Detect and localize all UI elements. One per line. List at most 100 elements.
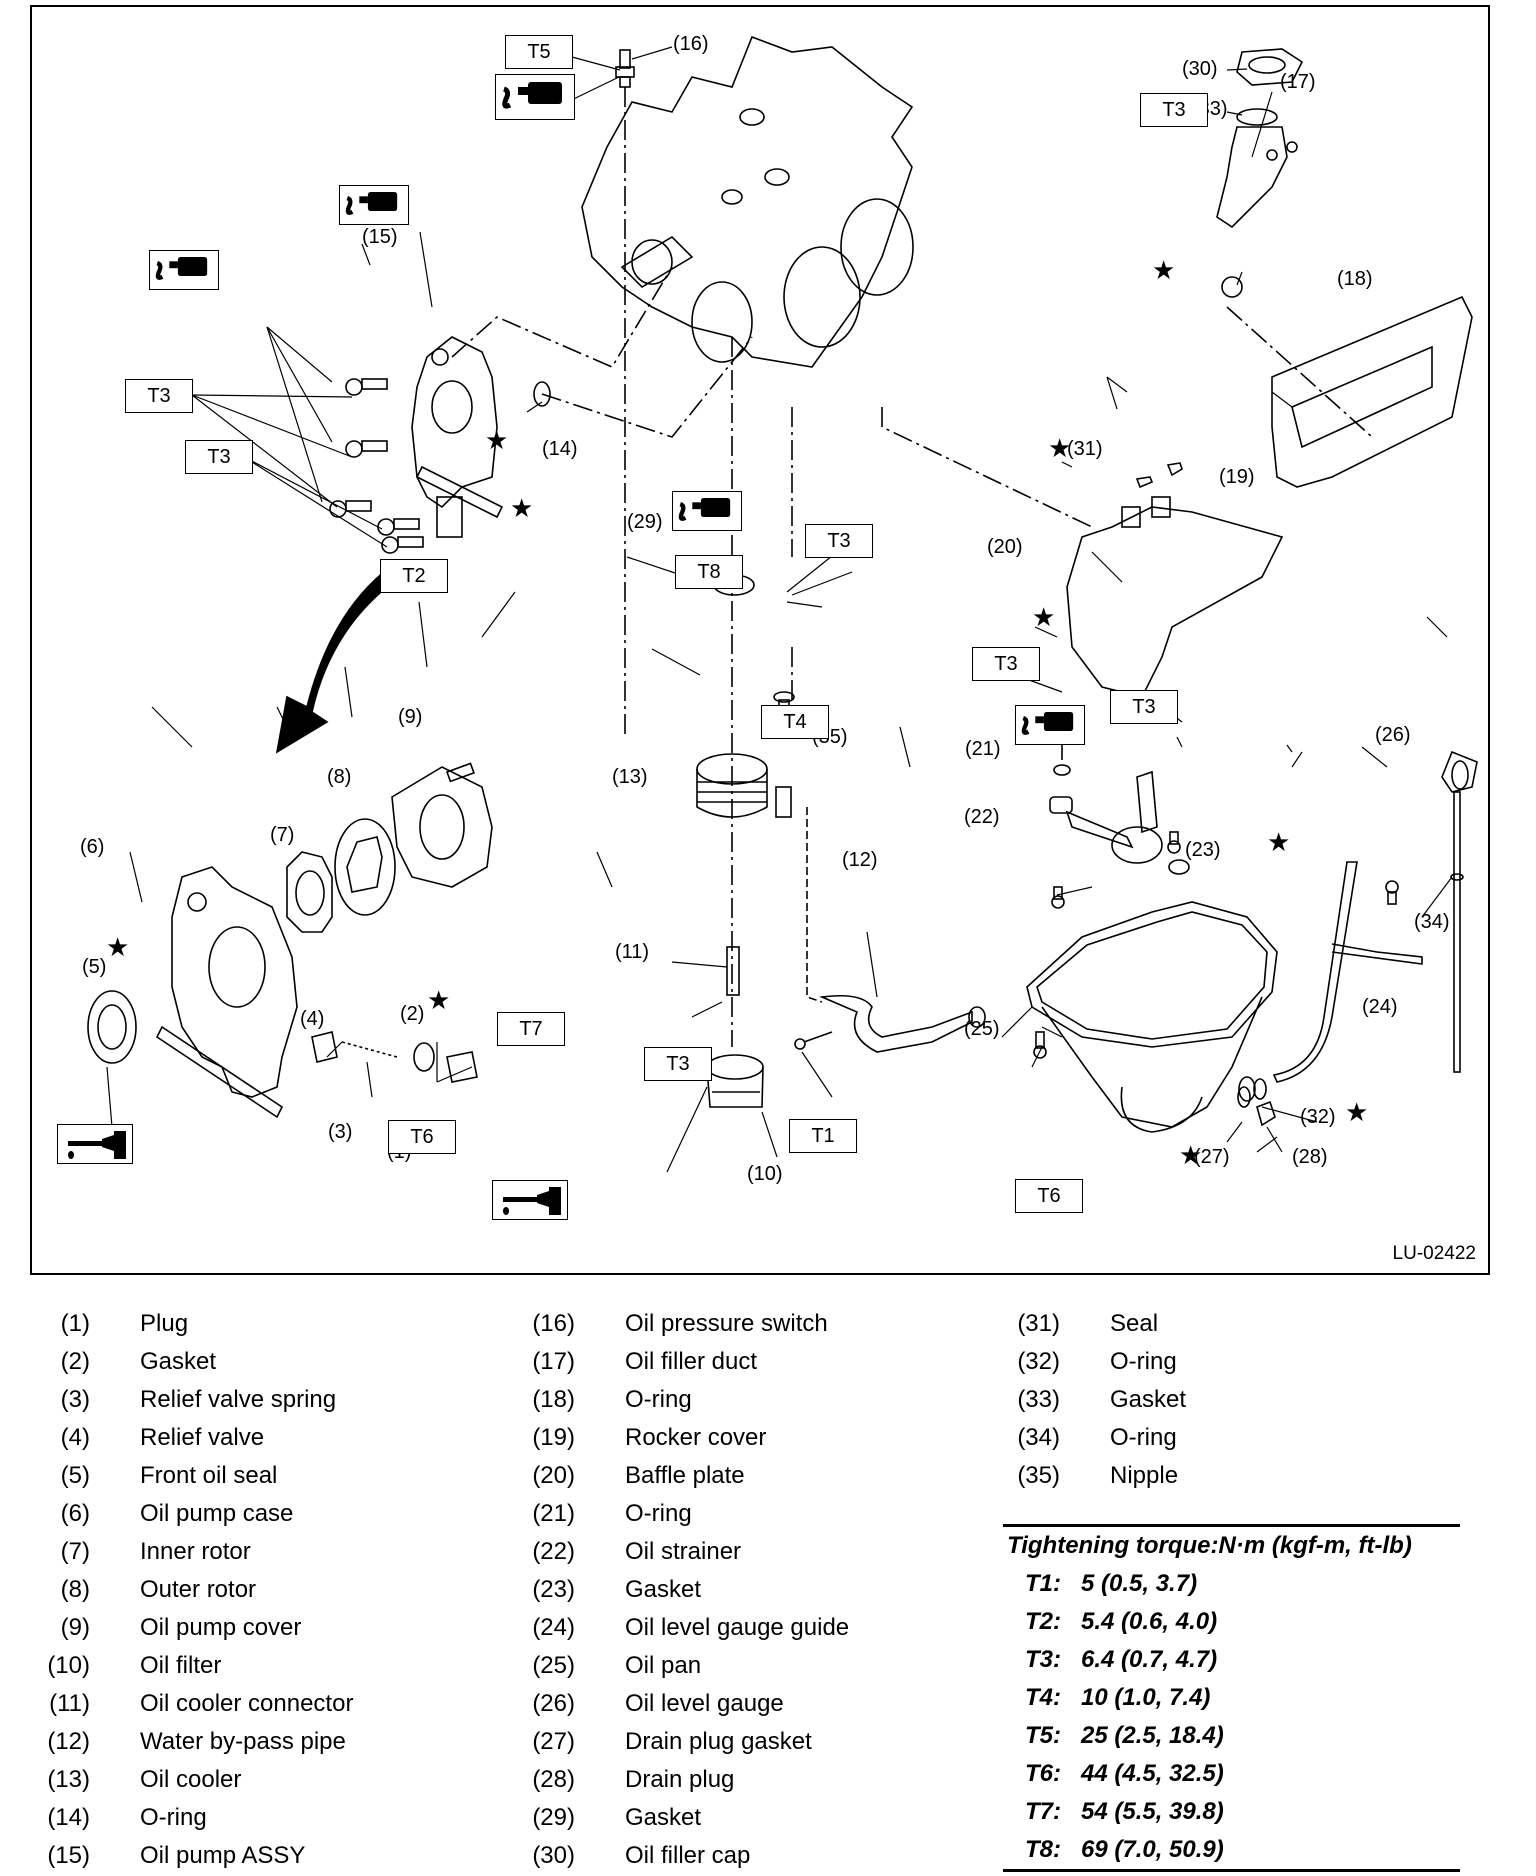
legend-item: (9)Oil pump cover: [20, 1609, 353, 1647]
torque-row: T2:5.4 (0.6, 4.0): [1003, 1603, 1460, 1641]
torque-row: T7:54 (5.5, 39.8): [1003, 1793, 1460, 1831]
torque-box-t3: T3: [185, 440, 253, 474]
legend-item: (1)Plug: [20, 1305, 353, 1343]
torque-row: T6: 44 (4.5, 32.5): [1003, 1755, 1460, 1793]
callout-8: (8): [327, 766, 352, 788]
legend-item: (7)Inner rotor: [20, 1533, 353, 1571]
callout-2: (2): [400, 1003, 425, 1025]
legend-item: (21)O-ring: [505, 1495, 849, 1533]
callout-32: (32): [1300, 1106, 1336, 1128]
legend-item-name: Oil filter: [140, 1652, 222, 1679]
torque-code: T8:: [1025, 1836, 1061, 1863]
torque-top-rule: [1003, 1524, 1460, 1527]
legend-item-number: (20): [532, 1462, 575, 1489]
legend-item: (35)Nipple: [990, 1457, 1186, 1495]
callout-34: (34): [1414, 911, 1450, 933]
liquid-gasket-icon: [1015, 705, 1085, 745]
legend-item-number: (21): [532, 1500, 575, 1527]
torque-row: T3:6.4 (0.7, 4.7): [1003, 1641, 1460, 1679]
callout-31: (31): [1067, 438, 1103, 460]
legend-item-name: O-ring: [1110, 1424, 1177, 1451]
legend-item-name: Oil cooler: [140, 1766, 242, 1793]
legend-item-number: (4): [60, 1424, 90, 1451]
legend-item-number: (25): [532, 1652, 575, 1679]
legend-item: (2)Gasket: [20, 1343, 353, 1381]
torque-row: T5:25 (2.5, 18.4): [1003, 1717, 1460, 1755]
legend-item-name: O-ring: [625, 1386, 692, 1413]
torque-rows: T1:5 (0.5, 3.7)T2:5.4 (0.6, 4.0)T3:6.4 (…: [1003, 1565, 1460, 1869]
legend-item-number: (27): [532, 1728, 575, 1755]
legend-item: (29)Gasket: [505, 1799, 849, 1837]
legend-item-name: Seal: [1110, 1310, 1159, 1337]
oil-pump-assy: [411, 336, 504, 538]
torque-code: T6:: [1025, 1760, 1061, 1787]
pan-fasteners: [1033, 831, 1399, 1059]
legend-item-number: (3): [60, 1386, 90, 1413]
callout-25: (25): [964, 1018, 1000, 1040]
legend-item-name: Nipple: [1110, 1462, 1179, 1489]
legend-item-number: (5): [60, 1462, 90, 1489]
legend-item-name: Oil strainer: [625, 1538, 742, 1565]
liquid-gasket-icon: [339, 185, 409, 225]
legend-item-name: Oil filler cap: [625, 1842, 751, 1869]
legend-item: (33)Gasket: [990, 1381, 1186, 1419]
callout-24: (24): [1362, 996, 1398, 1018]
torque-box-t3: T3: [125, 379, 193, 413]
callout-22: (22): [964, 806, 1000, 828]
legend-item: (20)Baffle plate: [505, 1457, 849, 1495]
legend-item-number: (1): [60, 1310, 90, 1337]
legend-item-number: (8): [60, 1576, 90, 1603]
legend-item-number: (22): [532, 1538, 575, 1565]
callout-14: (14): [542, 438, 578, 460]
legend-item: (3) Relief valve spring: [20, 1381, 353, 1419]
legend-item: (4)Relief valve: [20, 1419, 353, 1457]
callout-16: (16): [673, 33, 709, 55]
replace-star-18: ★: [1152, 255, 1176, 285]
legend-column: (16)Oil pressure switch(17)Oil filler du…: [505, 1305, 849, 1875]
diagram-drawing: [87, 35, 1478, 1173]
callout-10: (10): [747, 1163, 783, 1185]
leader-lines: [106, 46, 1453, 1173]
legend-item-number: (6): [60, 1500, 90, 1527]
callout-30: (30): [1182, 58, 1218, 80]
legend-item-name: Relief valve spring: [140, 1386, 337, 1413]
legend-item-name: Front oil seal: [140, 1462, 278, 1489]
legend-item-number: (34): [1017, 1424, 1060, 1451]
callout-5: (5): [82, 956, 107, 978]
replace-star-23: ★: [1267, 827, 1291, 857]
figure-id: LU-02422: [1392, 1243, 1476, 1264]
replace-star-32: ★: [1345, 1097, 1369, 1127]
engine-oil-icon: [492, 1180, 568, 1220]
torque-box-t2: T2: [380, 559, 448, 593]
legend-column: (1)Plug(2)Gasket (3) Relief valve spring (4…: [20, 1305, 353, 1875]
legend-item: (24)Oil level gauge guide: [505, 1609, 849, 1647]
callout-4: (4): [300, 1008, 325, 1030]
oil-level-gauge: [1441, 750, 1478, 1073]
replace-star-21: ★: [1032, 602, 1056, 632]
legend-item-number: (18): [532, 1386, 575, 1413]
legend-item-name: Oil pressure switch: [625, 1310, 828, 1337]
legend-item-number: (17): [532, 1348, 575, 1375]
legend-item: (31) Seal: [990, 1305, 1186, 1343]
callout-20: (20): [987, 536, 1023, 558]
legend-item-name: O-ring: [1110, 1348, 1177, 1375]
legend-item: (10)Oil filter: [20, 1647, 353, 1685]
legend-item-name: Inner rotor: [140, 1538, 251, 1565]
oil-pan: [1026, 901, 1278, 1133]
legend-item: (6)Oil pump case: [20, 1495, 353, 1533]
torque-box-t1: T1: [789, 1119, 857, 1153]
torque-box-t8: T8: [675, 555, 743, 589]
torque-code: T4:: [1025, 1684, 1061, 1711]
legend-item-name: Gasket: [140, 1348, 217, 1375]
legend-item-name: Oil cooler connector: [140, 1690, 354, 1717]
legend-item-name: Oil filler duct: [625, 1348, 758, 1375]
exploded-diagram: (16) (30) (17) (33) (18) (15) (14) (29) …: [30, 5, 1490, 1275]
torque-value: 44 (4.5, 32.5): [1081, 1760, 1224, 1787]
legend-item-number: (31): [1017, 1310, 1060, 1337]
legend-item-name: O-ring: [140, 1804, 207, 1831]
legend-item-number: (13): [47, 1766, 90, 1793]
torque-value: 69 (7.0, 50.9): [1081, 1836, 1224, 1863]
torque-table: Tightening torque:N·m (kgf-m, ft-lb) T1:…: [1003, 1524, 1460, 1872]
legend-column: (31)Seal(32)O-ring(33)Gasket(34)O-ring(3…: [990, 1305, 1186, 1495]
oil-filler-assembly: [1216, 48, 1373, 438]
